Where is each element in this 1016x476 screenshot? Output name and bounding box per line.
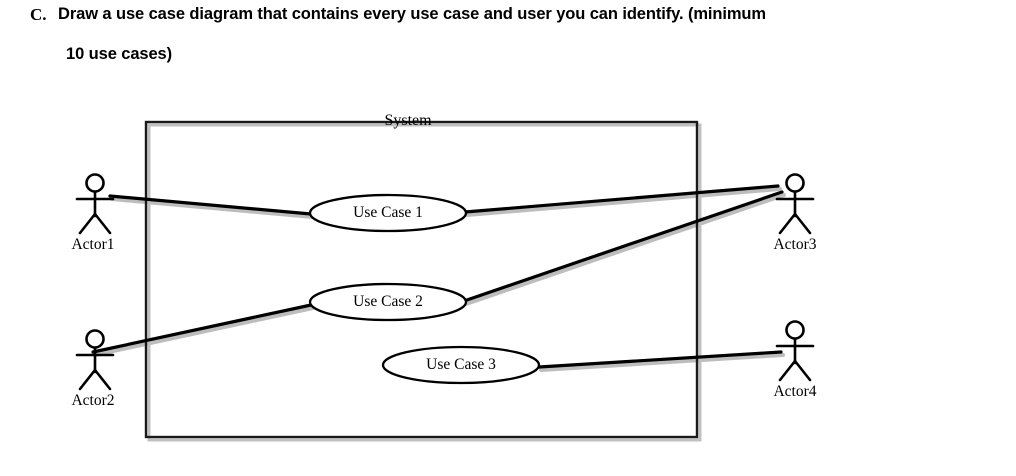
actor-2-figure[interactable] xyxy=(75,329,115,391)
actor-3-leg-right xyxy=(793,212,812,235)
actor-4-head-icon xyxy=(785,320,805,340)
system-box-rect xyxy=(144,120,699,439)
actor-3-figure[interactable] xyxy=(775,173,815,235)
assoc-actor2-uc2[interactable] xyxy=(91,303,313,354)
actor-2-head-icon xyxy=(85,329,105,349)
system-box-shadow xyxy=(147,123,702,442)
question-letter: C. xyxy=(30,5,47,24)
assoc-actor2-uc2-shadow xyxy=(93,306,315,357)
use-case-2-ellipse[interactable] xyxy=(308,282,468,322)
use-case-ellipses xyxy=(308,193,541,385)
association-lines xyxy=(91,184,784,369)
use-case-3-ellipse[interactable] xyxy=(381,345,541,385)
question-header: C. Draw a use case diagram that contains… xyxy=(0,0,1016,86)
system-boundary-box xyxy=(144,120,702,442)
assoc-uc3-actor4[interactable] xyxy=(537,350,783,369)
actor-3-leg-left xyxy=(778,212,797,235)
question-text-line-2: 10 use cases) xyxy=(66,45,173,63)
assoc-uc2-actor3[interactable] xyxy=(462,190,784,303)
actor-4-leg-left xyxy=(778,359,797,382)
system-title-label: System xyxy=(384,112,432,129)
actor-1-head-icon xyxy=(85,173,105,193)
actor-2-leg-right xyxy=(93,368,112,391)
actor-1-figure[interactable] xyxy=(75,173,115,235)
actor-1-label: Actor1 xyxy=(71,236,115,253)
actor-1-leg-right xyxy=(93,212,112,235)
diagram-canvas xyxy=(75,120,815,442)
actor-4-figure[interactable] xyxy=(775,320,815,382)
association-shadows xyxy=(93,187,786,372)
use-case-1-label: Use Case 1 xyxy=(353,204,423,221)
use-case-2-label: Use Case 2 xyxy=(353,293,423,310)
assoc-uc1-actor3[interactable] xyxy=(463,184,780,214)
assoc-uc1-actor3-shadow xyxy=(465,187,782,217)
actor-1-leg-left xyxy=(78,212,97,235)
use-case-3-label: Use Case 3 xyxy=(426,356,496,373)
actor-2-label: Actor2 xyxy=(71,392,115,409)
assoc-actor1-uc1[interactable] xyxy=(108,194,313,216)
assoc-uc3-actor4-shadow xyxy=(539,353,785,372)
actor-4-leg-right xyxy=(793,359,812,382)
actor-2-leg-left xyxy=(78,368,97,391)
question-text-line-1: Draw a use case diagram that contains ev… xyxy=(58,5,766,23)
actor-3-label: Actor3 xyxy=(773,236,817,253)
actor-4-label: Actor4 xyxy=(773,383,817,400)
actor-3-head-icon xyxy=(785,173,805,193)
assoc-uc2-actor3-shadow xyxy=(464,193,786,306)
use-case-diagram: System Use Case 1 Use Case 2 Use Case 3 … xyxy=(0,86,1016,476)
use-case-1-ellipse[interactable] xyxy=(308,193,468,233)
